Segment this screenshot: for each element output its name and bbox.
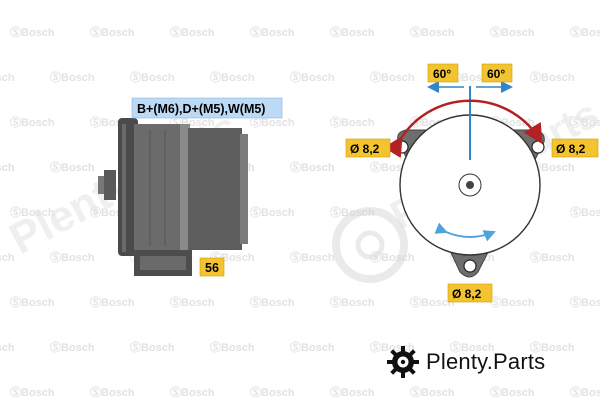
hole-left-text: Ø 8,2 [350, 142, 380, 156]
angle-right-label: 60° [481, 63, 513, 83]
watermark-text: ⓈBosch [130, 340, 175, 354]
brand-logo[interactable]: Plenty.Parts [386, 344, 545, 380]
watermark-text: ⓈBosch [10, 25, 55, 39]
watermark-text: ⓈBosch [170, 25, 215, 39]
hole-bottom-text: Ø 8,2 [452, 287, 482, 301]
rotation-arrow-icon [434, 222, 496, 242]
watermark-text: ⓈBosch [570, 115, 600, 129]
watermark-text: ⓈBosch [290, 160, 335, 174]
watermark-text: ⓈBosch [50, 70, 95, 84]
watermark-text: ⓈBosch [0, 250, 15, 264]
watermark-text: ⓈBosch [10, 295, 55, 309]
watermark-text: ⓈBosch [90, 25, 135, 39]
watermark-text: ⓈBosch [90, 385, 135, 399]
watermark-text: ⓈBosch [50, 160, 95, 174]
watermark-text: ⓈBosch [370, 70, 415, 84]
watermark-text: ⓈBosch [490, 25, 535, 39]
watermark-text: ⓈBosch [250, 385, 295, 399]
watermark-text: ⓈBosch [450, 340, 495, 354]
watermark-text: ⓈBosch [490, 385, 535, 399]
watermark-text: ⓈBosch [410, 25, 455, 39]
watermark-text: ⓈBosch [490, 295, 535, 309]
watermark-text: ⓈBosch [170, 385, 215, 399]
watermark-text: ⓈBosch [530, 160, 575, 174]
gear-disc-icon [387, 346, 419, 378]
watermark-text: ⓈBosch [330, 295, 375, 309]
alternator-side-view [98, 118, 248, 276]
watermark-text: ⓈBosch [410, 385, 455, 399]
terminals-text: B+(M6),D+(M5),W(M5) [137, 102, 265, 116]
watermark-text: ⓈBosch [330, 25, 375, 39]
watermark-text: ⓈBosch [530, 250, 575, 264]
watermark-text: ⓈBosch [410, 295, 455, 309]
watermark-text: ⓈBosch [250, 205, 295, 219]
watermark-text: ⓈBosch [210, 70, 255, 84]
hole-bottom-label: Ø 8,2 [447, 283, 493, 303]
watermark-text: ⓈBosch [570, 25, 600, 39]
watermark-text: ⓈBosch [250, 115, 295, 129]
watermark-text: ⓈBosch [570, 205, 600, 219]
watermark-text: ⓈBosch [170, 295, 215, 309]
watermark-text: ⓈBosch [290, 250, 335, 264]
watermark-text: ⓈBosch [0, 340, 15, 354]
brand-name: Plenty.Parts [426, 349, 546, 374]
watermark-text: ⓈBosch [570, 385, 600, 399]
angle-left-text: 60° [433, 67, 451, 81]
hole-right-text: Ø 8,2 [556, 142, 586, 156]
watermark-text: ⓈBosch [290, 340, 335, 354]
angle-arc [383, 99, 543, 159]
angle-right-text: 60° [487, 67, 505, 81]
watermark-text: ⓈBosch [130, 70, 175, 84]
watermark-text: ⓈBosch [210, 340, 255, 354]
hole-right-label: Ø 8,2 [551, 138, 599, 158]
watermark-text: ⓈBosch [330, 385, 375, 399]
angle-left-label: 60° [427, 63, 459, 83]
watermark-text: ⓈBosch [0, 70, 15, 84]
watermark-text: ⓈBosch [50, 340, 95, 354]
watermark-text: ⓈBosch [250, 295, 295, 309]
terminals-label: B+(M6),D+(M5),W(M5) [131, 97, 283, 119]
watermark-text: ⓈBosch [0, 160, 15, 174]
hole-left-label: Ø 8,2 [345, 138, 391, 158]
dim-56-text: 56 [205, 261, 219, 275]
watermark-disc-icon [332, 207, 408, 283]
dim-56-label: 56 [199, 257, 225, 277]
watermark-text: ⓈBosch [90, 295, 135, 309]
watermark-text: ⓈBosch [250, 25, 295, 39]
watermark-text: ⓈBosch [530, 340, 575, 354]
watermark-text: ⓈBosch [290, 70, 335, 84]
watermark-text: ⓈBosch [50, 250, 95, 264]
watermark-text: ⓈBosch [330, 115, 375, 129]
watermark-text: ⓈBosch [570, 295, 600, 309]
watermark-text: ⓈBosch [10, 205, 55, 219]
watermark-text: ⓈBosch [10, 115, 55, 129]
watermark-text: ⓈBosch [10, 385, 55, 399]
watermark-text: ⓈBosch [530, 70, 575, 84]
